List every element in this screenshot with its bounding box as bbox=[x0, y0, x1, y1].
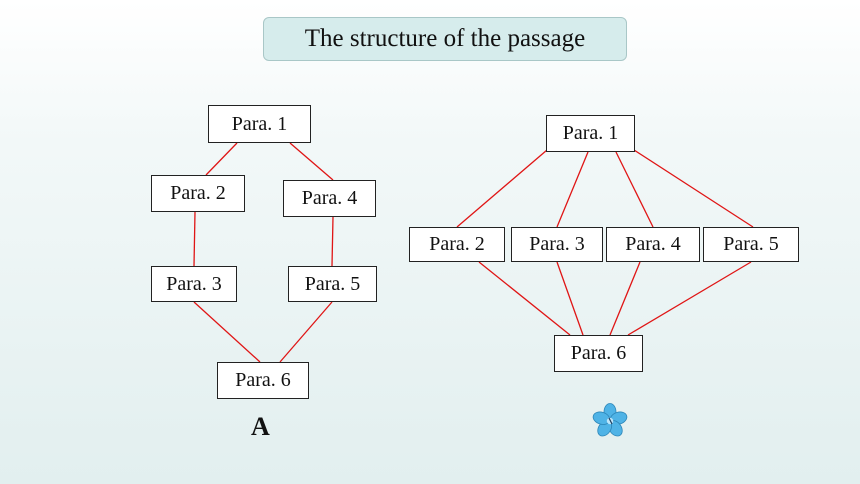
a-edge-4-5 bbox=[331, 216, 334, 267]
a-node-para-4: Para. 4 bbox=[283, 180, 376, 217]
a-node-para-2: Para. 2 bbox=[151, 175, 245, 212]
b-edge-1-4 bbox=[615, 151, 654, 228]
b-edge-4-6 bbox=[609, 261, 641, 336]
a-node-para-1: Para. 1 bbox=[208, 105, 311, 143]
a-edge-3-6 bbox=[193, 301, 261, 363]
b-edge-5-6 bbox=[627, 261, 752, 336]
b-node-para-5: Para. 5 bbox=[703, 227, 799, 262]
flower-icon bbox=[592, 403, 628, 437]
b-node-para-4: Para. 4 bbox=[606, 227, 700, 262]
b-edge-1-3 bbox=[556, 151, 589, 228]
b-node-para-1: Para. 1 bbox=[546, 115, 635, 152]
a-node-para-3: Para. 3 bbox=[151, 266, 237, 302]
b-edge-1-2 bbox=[456, 149, 548, 228]
a-edge-5-6 bbox=[279, 301, 333, 363]
b-node-para-3: Para. 3 bbox=[511, 227, 603, 262]
diagram-a-label: A bbox=[251, 412, 270, 441]
b-edge-3-6 bbox=[556, 261, 584, 336]
b-node-para-6: Para. 6 bbox=[554, 335, 643, 372]
b-node-para-2: Para. 2 bbox=[409, 227, 505, 262]
a-edge-1-4 bbox=[289, 142, 334, 181]
a-node-para-6: Para. 6 bbox=[217, 362, 309, 399]
b-edge-1-5 bbox=[633, 149, 754, 228]
a-edge-1-2 bbox=[205, 142, 238, 176]
a-edge-2-3 bbox=[193, 211, 196, 267]
title-box: The structure of the passage bbox=[263, 17, 627, 61]
a-node-para-5: Para. 5 bbox=[288, 266, 377, 302]
b-edge-2-6 bbox=[478, 261, 571, 336]
